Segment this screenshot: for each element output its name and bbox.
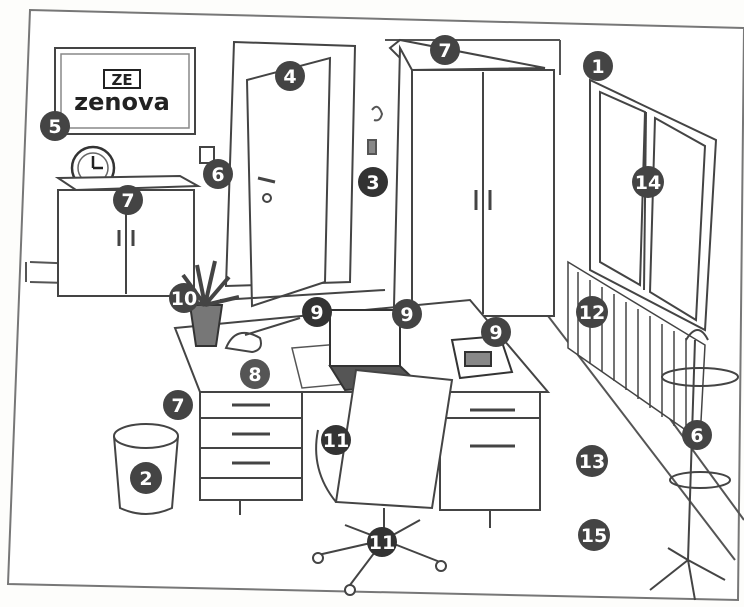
marker-screen: 9 [392, 299, 422, 329]
marker-floor: 13 [576, 445, 608, 477]
svg-text:6: 6 [690, 425, 703, 447]
marker-radiator: 12 [576, 296, 608, 328]
svg-text:2: 2 [139, 468, 152, 490]
paper-frame [6, 8, 744, 602]
svg-text:13: 13 [579, 451, 605, 473]
coat-stand [649, 329, 739, 601]
svg-text:7: 7 [171, 395, 184, 417]
svg-text:7: 7 [121, 190, 134, 212]
svg-text:15: 15 [581, 525, 607, 547]
marker-laptop: 9 [302, 297, 332, 327]
tall-cabinet [388, 38, 555, 318]
svg-text:4: 4 [283, 66, 296, 88]
marker-coat-stand: 6 [682, 420, 712, 450]
svg-text:14: 14 [635, 172, 661, 194]
marker-chair-base: 11 [367, 527, 397, 557]
marker-window-pane: 14 [632, 166, 664, 198]
svg-text:9: 9 [400, 304, 413, 326]
marker-switch: 6 [203, 159, 233, 189]
marker-phone: 9 [481, 317, 511, 347]
waste-bin [113, 423, 179, 515]
svg-text:6: 6 [211, 164, 224, 186]
svg-text:8: 8 [248, 364, 261, 386]
logo-name: zenova [74, 88, 170, 116]
svg-text:10: 10 [171, 288, 197, 310]
door [219, 40, 386, 308]
marker-logo-board: 5 [40, 111, 70, 141]
marker-door-handle: 3 [358, 167, 388, 197]
svg-text:9: 9 [489, 322, 502, 344]
svg-text:1: 1 [591, 56, 604, 78]
svg-text:9: 9 [310, 302, 323, 324]
marker-low-cabinet: 7 [113, 185, 143, 215]
svg-text:3: 3 [366, 172, 379, 194]
marker-window: 1 [583, 51, 613, 81]
light-switch [199, 146, 215, 164]
svg-text:12: 12 [579, 302, 605, 324]
svg-text:5: 5 [48, 116, 61, 138]
marker-bin: 2 [130, 462, 162, 494]
wall-hook [367, 105, 384, 155]
marker-floor-area: 15 [578, 519, 610, 551]
svg-text:11: 11 [369, 532, 395, 554]
logo-board: ZE zenova [54, 47, 196, 135]
marker-tall-cabinet: 7 [430, 35, 460, 65]
svg-text:7: 7 [438, 40, 451, 62]
desk-lamp [224, 317, 301, 354]
marker-desk: 7 [163, 390, 193, 420]
svg-text:11: 11 [323, 430, 349, 452]
marker-door: 4 [275, 61, 305, 91]
window [589, 78, 718, 332]
marker-chair-back: 11 [321, 425, 351, 455]
marker-desk-lamp: 8 [240, 359, 270, 389]
marker-plant: 10 [169, 283, 199, 313]
logo-mark: ZE [111, 71, 132, 89]
